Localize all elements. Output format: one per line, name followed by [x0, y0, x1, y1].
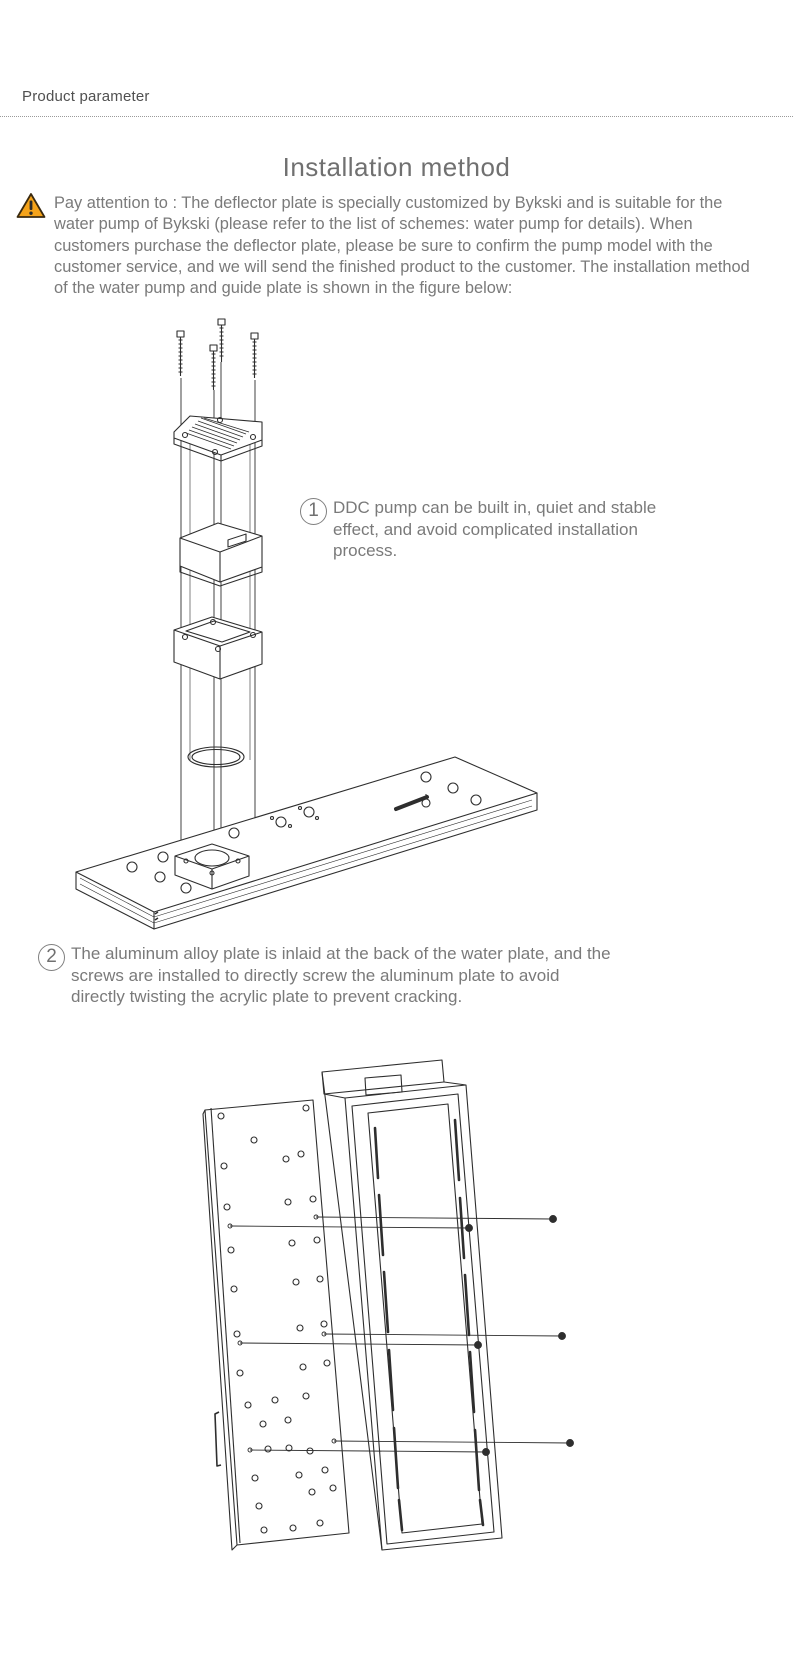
aluminum-bracket — [321, 1059, 503, 1551]
plate-assembly-diagram — [202, 1059, 574, 1551]
callout-number-1: 1 — [300, 498, 327, 525]
callout-1: 1 DDC pump can be built in, quiet and st… — [300, 498, 700, 562]
section-divider — [0, 116, 793, 117]
water-plate — [202, 1099, 350, 1551]
callout-2: 2 The aluminum alloy plate is inlaid at … — [38, 944, 638, 1008]
warning-triangle-icon — [16, 193, 46, 218]
deflector-plate — [75, 756, 538, 930]
pump-housing — [173, 616, 263, 680]
pump-top-cover — [173, 415, 263, 462]
callout-number-2: 2 — [38, 944, 65, 971]
callout-text-1: DDC pump can be built in, quiet and stab… — [333, 498, 657, 560]
section-label: Product parameter — [22, 88, 150, 105]
page-title: Installation method — [282, 152, 511, 182]
callout-text-2: The aluminum alloy plate is inlaid at th… — [71, 944, 611, 1006]
notice-text: Pay attention to : The deflector plate i… — [54, 194, 750, 298]
mounting-screws — [227, 1214, 574, 1456]
pump-assembly-diagram — [75, 318, 538, 930]
o-ring — [187, 746, 245, 768]
pump-body — [179, 522, 263, 587]
screws — [176, 318, 259, 390]
